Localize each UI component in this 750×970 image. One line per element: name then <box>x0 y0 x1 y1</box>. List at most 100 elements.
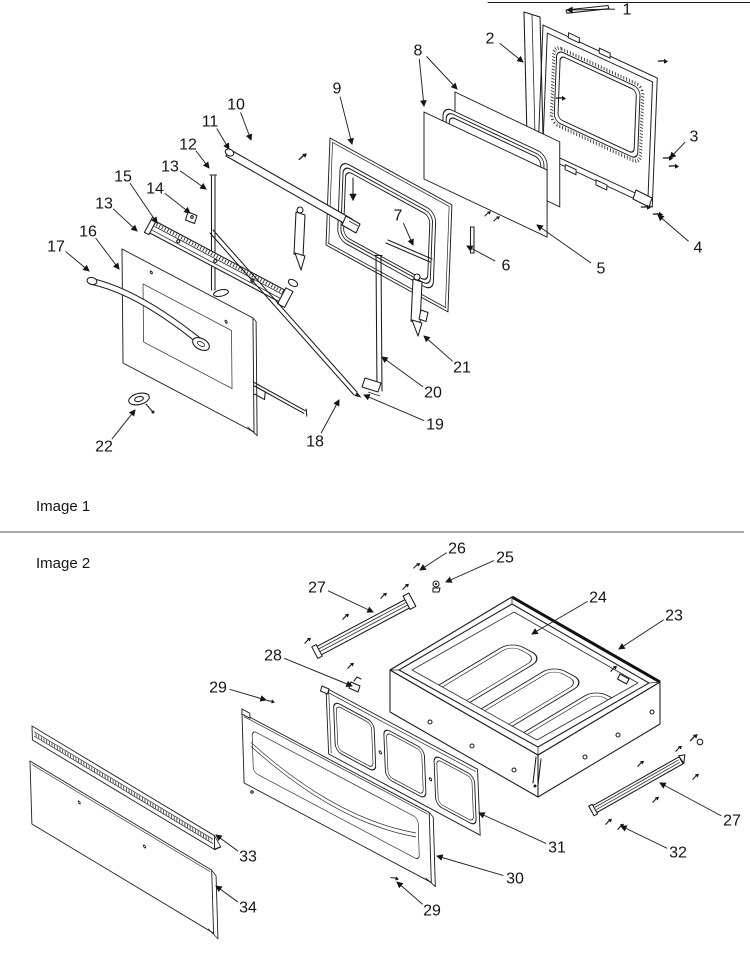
part-number-label: 11 <box>202 114 219 131</box>
callout-leader-15 <box>129 183 158 224</box>
callout-leader-5 <box>536 224 592 264</box>
callout-12: 12 <box>179 137 210 169</box>
drawer-front-panel <box>241 708 436 888</box>
callout-31: 31 <box>478 812 566 857</box>
part-number-label: 10 <box>227 97 245 114</box>
door-liner <box>325 137 453 313</box>
part-number-label: 30 <box>506 871 524 888</box>
callout-leader-27 <box>659 782 722 817</box>
callout-23: 23 <box>618 608 683 650</box>
callout-19: 19 <box>363 394 444 434</box>
callout-29: 29 <box>396 881 441 920</box>
part-number-label: 24 <box>589 590 607 607</box>
callout-leader-9 <box>339 96 354 145</box>
part-number-label: 28 <box>264 648 282 665</box>
front-trim-strip <box>31 725 222 851</box>
callout-leader-10 <box>240 112 253 141</box>
callout-leader-11 <box>216 128 230 150</box>
hinge-rod <box>209 174 229 298</box>
callout-leader-29 <box>396 881 423 905</box>
callout-leader-21 <box>423 335 454 362</box>
callout-13: 13 <box>161 159 207 190</box>
callout-leader-3 <box>669 141 686 159</box>
hinge-arm-left <box>287 206 306 288</box>
callout-21: 21 <box>423 335 471 377</box>
callout-leader-19 <box>363 394 425 422</box>
callout-1: 1 <box>566 2 632 19</box>
part-number-label: 22 <box>95 439 113 456</box>
callout-34: 34 <box>215 885 257 917</box>
part-number-label: 33 <box>239 849 257 866</box>
part-number-label: 19 <box>426 417 444 434</box>
callout-11: 11 <box>202 114 230 150</box>
part-number-label: 23 <box>665 608 683 625</box>
part-number-label: 21 <box>453 360 471 377</box>
panel-clip <box>319 676 362 695</box>
part-number-label: 20 <box>424 385 442 402</box>
part-number-label: 27 <box>723 813 741 830</box>
part-number-label: 4 <box>694 240 703 257</box>
callout-leader-7 <box>402 222 414 246</box>
part-number-label: 18 <box>306 434 324 451</box>
callout-leader-8 <box>418 58 427 107</box>
part-number-label: 12 <box>179 137 197 154</box>
callout-15: 15 <box>114 169 158 224</box>
callout-32: 32 <box>620 825 687 862</box>
callout-18: 18 <box>306 399 340 451</box>
outer-door-panel <box>121 248 258 437</box>
callout-leader-29 <box>229 688 267 702</box>
hinge-bar <box>361 254 383 397</box>
part-number-label: 3 <box>690 129 699 146</box>
callout-24: 24 <box>531 590 607 635</box>
callout-27: 27 <box>659 782 741 830</box>
part-number-label: 2 <box>486 31 495 48</box>
callout-leader-4 <box>657 214 689 242</box>
door-handle <box>86 276 210 351</box>
callout-30: 30 <box>436 854 524 888</box>
callout-leader-24 <box>531 600 588 635</box>
shoulder-screw <box>411 561 441 593</box>
callout-29: 29 <box>209 680 267 702</box>
callout-33: 33 <box>215 834 257 866</box>
callout-leader-30 <box>436 854 504 877</box>
callout-leader-31 <box>478 812 547 844</box>
callout-leader-26 <box>419 552 447 571</box>
callout-leader-6 <box>466 245 496 262</box>
callout-10: 10 <box>227 97 253 141</box>
callout-22: 22 <box>95 409 136 456</box>
callout-leader-18 <box>320 399 340 434</box>
callout-leader-32 <box>620 825 668 849</box>
part-number-label: 13 <box>161 159 179 176</box>
callout-4: 4 <box>657 214 703 257</box>
callout-leader-28 <box>283 657 353 687</box>
part-number-label: 9 <box>333 81 342 98</box>
part-number-label: 26 <box>448 541 466 558</box>
door-frame <box>537 24 658 208</box>
part-number-label: 16 <box>79 224 97 241</box>
part-number-label: 6 <box>502 258 511 275</box>
callout-9: 9 <box>333 81 354 145</box>
part-number-label: 8 <box>414 43 423 60</box>
callout-leader-33 <box>215 834 239 852</box>
part-number-label: 25 <box>496 550 514 567</box>
callout-14: 14 <box>146 181 191 214</box>
part-number-label: 29 <box>209 680 227 697</box>
drawer-body <box>389 595 704 798</box>
callout-leader-22 <box>111 409 136 440</box>
part-number-label: 29 <box>423 903 441 920</box>
rear-bracket <box>616 673 630 685</box>
caption-image2: Image 2 <box>36 555 90 572</box>
part-number-label: 1 <box>623 2 632 19</box>
callout-leader-34 <box>215 885 239 903</box>
callout-13: 13 <box>95 196 138 232</box>
callout-leader-8 <box>426 56 458 90</box>
liner-heat-strip <box>385 239 433 263</box>
callout-28: 28 <box>264 648 353 687</box>
rod-clip <box>184 211 198 225</box>
lower-front-panel <box>29 760 219 940</box>
part-number-label: 34 <box>239 900 257 917</box>
hinge-support-rod <box>209 229 362 398</box>
slide-rail-upper <box>311 592 417 659</box>
